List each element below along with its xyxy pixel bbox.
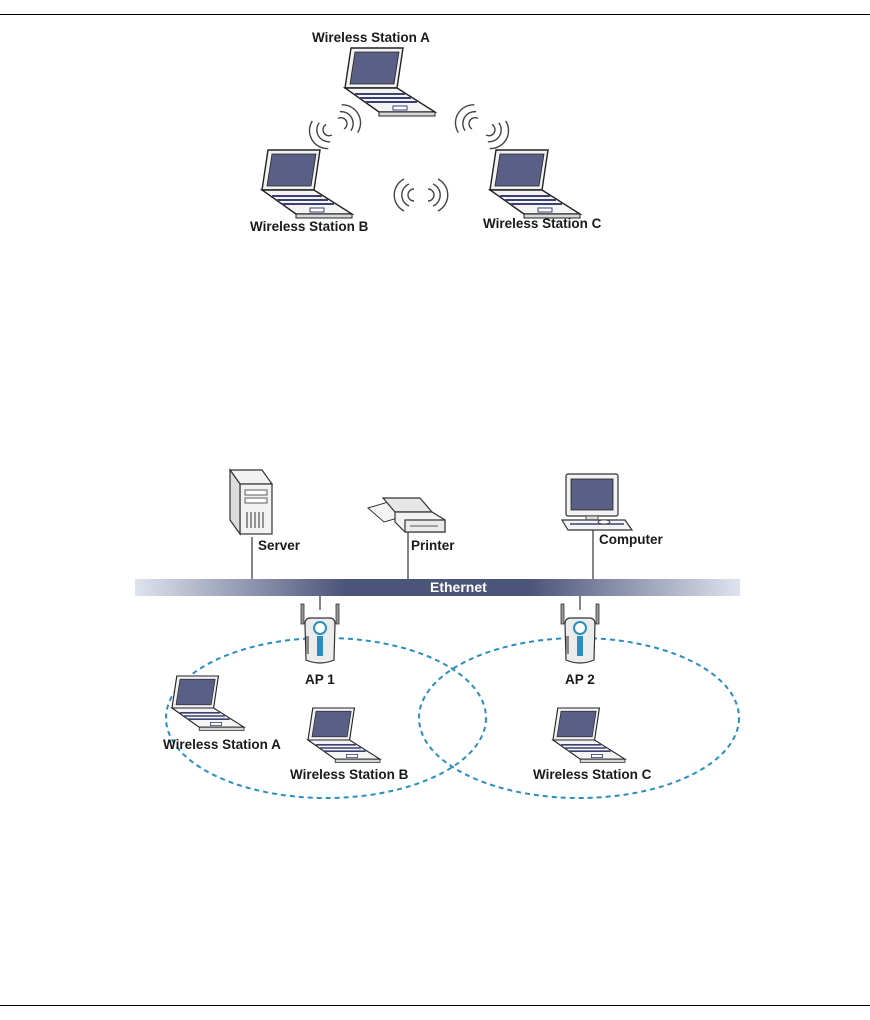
ap1-access-point-icon (301, 604, 339, 663)
wave-ac-right-icon (481, 116, 514, 154)
ap2-access-point-icon (561, 604, 599, 663)
infra-station-c-label: Wireless Station C (533, 767, 652, 782)
computer-icon (562, 474, 632, 530)
ap2-label: AP 2 (565, 672, 595, 687)
adhoc-station-a-laptop-icon (345, 48, 435, 116)
wave-bc-right-icon (428, 179, 448, 211)
wave-ac-left-icon (450, 100, 483, 138)
printer-label: Printer (411, 538, 455, 553)
infra-station-b-laptop-icon (308, 708, 380, 762)
wave-ab-left-icon (304, 116, 337, 154)
adhoc-station-b-label: Wireless Station B (250, 219, 369, 234)
wave-bc-left-icon (394, 179, 414, 211)
adhoc-diagram: Wireless Station A Wireless Station B Wi… (250, 30, 602, 234)
infra-station-a-label: Wireless Station A (163, 737, 281, 752)
computer-label: Computer (599, 532, 663, 547)
ethernet-label: Ethernet (430, 579, 487, 595)
adhoc-station-a-label: Wireless Station A (312, 30, 430, 45)
infrastructure-diagram: Ethernet Server Printer (135, 470, 740, 798)
server-icon (230, 470, 272, 534)
adhoc-station-c-laptop-icon (490, 150, 580, 218)
adhoc-station-c-label: Wireless Station C (483, 216, 602, 231)
adhoc-station-b-laptop-icon (262, 150, 352, 218)
infra-station-a-laptop-icon (172, 676, 244, 730)
printer-icon (368, 498, 445, 532)
wave-ab-right-icon (333, 100, 366, 138)
ap1-label: AP 1 (305, 672, 335, 687)
server-label: Server (258, 538, 301, 553)
infra-station-b-label: Wireless Station B (290, 767, 409, 782)
infra-station-c-laptop-icon (553, 708, 625, 762)
